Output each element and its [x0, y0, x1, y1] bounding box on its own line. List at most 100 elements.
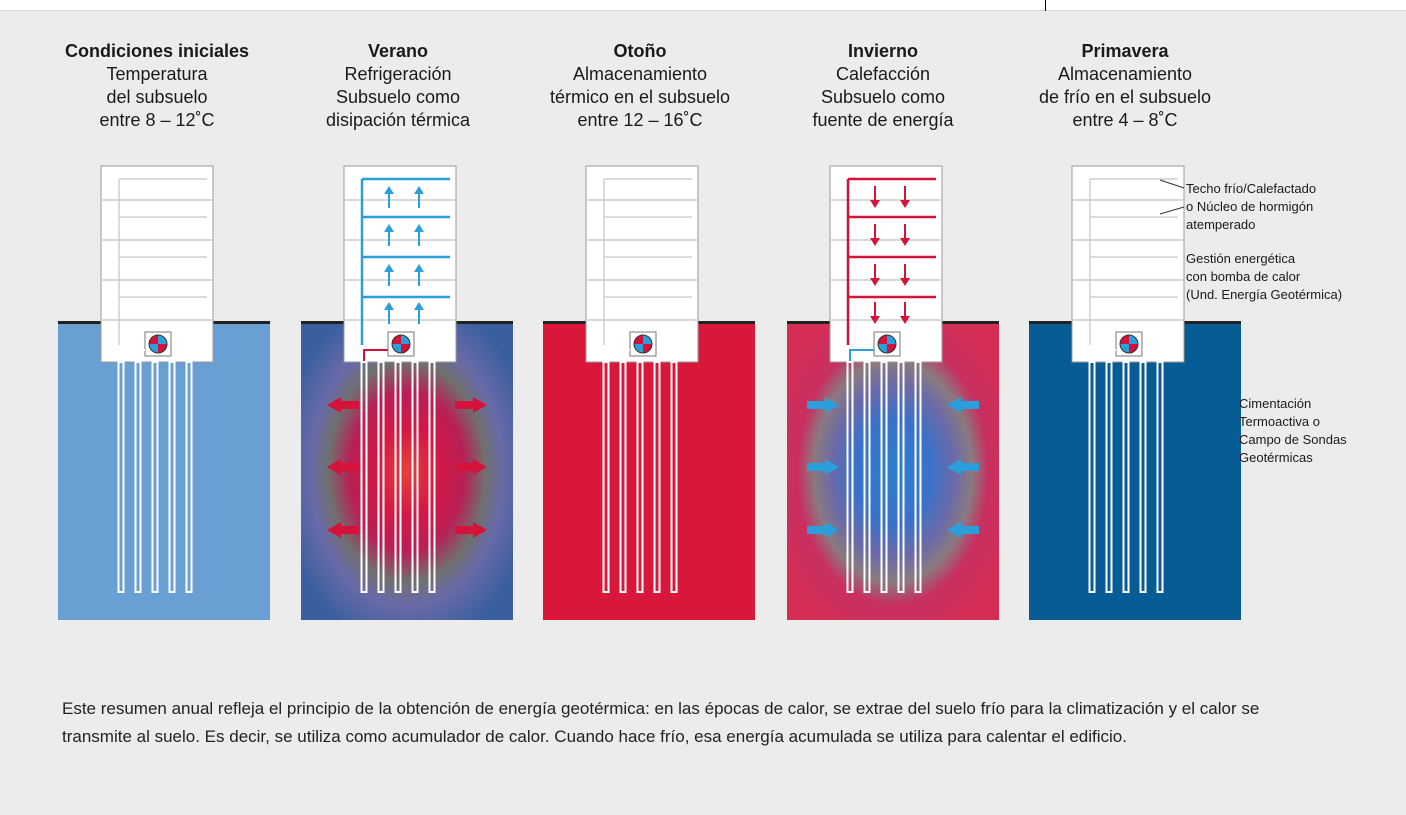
heat-in-arrow-icon: [947, 397, 979, 413]
column-line: Almacenamiento: [1057, 64, 1193, 84]
geothermal-probe: [914, 361, 922, 593]
flow-arrow-down-icon: [900, 278, 910, 286]
column-line: Refrigeración: [344, 64, 452, 84]
probe-connection: [1091, 349, 1116, 362]
column-title-summer: Verano Refrigeración Subsuelo como disip…: [273, 40, 523, 132]
label-heat-pump: Gestión energética con bomba de calor (U…: [1186, 250, 1342, 304]
label-line: Termoactiva o: [1239, 414, 1320, 429]
column-line: de frío en el subsuelo: [1038, 87, 1212, 107]
column-line: entre 4 – 8˚C: [1072, 110, 1178, 130]
geothermal-probe: [185, 361, 193, 593]
geothermal-probe: [360, 361, 368, 593]
probe-connection: [849, 349, 874, 362]
geothermal-probe: [863, 361, 871, 593]
season-column: [58, 165, 270, 620]
column-line: Subsuelo como: [335, 87, 461, 107]
flow-arrow-up-icon: [414, 224, 424, 232]
heat-pump-quadrant: [401, 335, 410, 344]
column-title-winter: Invierno Calefacción Subsuelo como fuent…: [758, 40, 1008, 132]
label-line: Techo frío/Calefactado: [1186, 181, 1317, 196]
heat-pump-quadrant: [1120, 344, 1129, 353]
column-title-spring: Primavera Almacenamiento de frío en el s…: [1000, 40, 1250, 132]
heat-out-arrow-icon: [327, 459, 359, 475]
label-line: Gestión energética: [1186, 251, 1296, 266]
leader-line-ceiling: [1159, 179, 1185, 189]
summary-text: Este resumen anual refleja el principio …: [62, 699, 1260, 746]
geothermal-probe: [134, 361, 142, 593]
column-heading: Verano: [367, 41, 429, 61]
ground-soil: [1029, 323, 1241, 620]
heat-out-arrow-icon: [455, 397, 487, 413]
label-line: (Und. Energía Geotérmica): [1186, 287, 1343, 302]
flow-arrow-down-icon: [900, 200, 910, 208]
heat-pump-icon: [391, 334, 411, 354]
probe-connection: [605, 349, 630, 362]
column-line: Temperatura: [106, 64, 208, 84]
probe-connection: [120, 349, 145, 362]
heat-out-arrow-icon: [455, 522, 487, 538]
heat-out-arrow-icon: [455, 459, 487, 475]
geothermal-probe: [117, 361, 125, 593]
heat-pump-quadrant: [149, 344, 158, 353]
ground-soil: [787, 323, 999, 620]
flow-arrow-down-icon: [900, 316, 910, 324]
heat-pump-icon: [633, 334, 653, 354]
column-title-initial: Condiciones iniciales Temperatura del su…: [32, 40, 282, 132]
label-line: con bomba de calor: [1186, 269, 1301, 284]
geothermal-probe: [1122, 361, 1130, 593]
flow-arrow-up-icon: [384, 302, 394, 310]
geothermal-probe: [1139, 361, 1147, 593]
heat-pump-quadrant: [158, 335, 167, 344]
heat-in-arrow-icon: [947, 459, 979, 475]
heat-in-arrow-icon: [807, 459, 839, 475]
heat-pump-quadrant: [1129, 344, 1138, 353]
heat-pump-quadrant: [392, 344, 401, 353]
heat-in-arrow-icon: [947, 522, 979, 538]
geothermal-probe: [670, 361, 678, 593]
heat-pump-quadrant: [887, 335, 896, 344]
flow-arrow-down-icon: [870, 238, 880, 246]
geothermal-probe: [636, 361, 644, 593]
flow-arrow-up-icon: [384, 264, 394, 272]
heat-pump-quadrant: [643, 335, 652, 344]
ground-soil: [58, 323, 270, 620]
geothermal-probe: [846, 361, 854, 593]
season-column: [787, 165, 999, 620]
heat-pump-quadrant: [158, 344, 167, 353]
heat-out-arrow-icon: [327, 522, 359, 538]
heat-pump-quadrant: [401, 344, 410, 353]
column-line: del subsuelo: [106, 87, 208, 107]
geothermal-probe: [168, 361, 176, 593]
flow-arrow-down-icon: [870, 278, 880, 286]
heat-pump-icon: [148, 334, 168, 354]
label-line: Cimentación: [1239, 396, 1312, 411]
column-heading: Otoño: [613, 41, 667, 61]
label-line: o Núcleo de hormigón: [1186, 199, 1314, 214]
column-line: fuente de energía: [812, 110, 954, 130]
heat-pump-quadrant: [643, 344, 652, 353]
geothermal-probe: [428, 361, 436, 593]
geothermal-probe: [377, 361, 385, 593]
column-heading: Invierno: [847, 41, 918, 61]
geothermal-probe: [880, 361, 888, 593]
column-line: entre 12 – 16˚C: [577, 110, 703, 130]
heat-in-arrow-icon: [807, 522, 839, 538]
geothermal-probe: [1156, 361, 1164, 593]
heat-pump-quadrant: [878, 344, 887, 353]
column-line: disipación térmica: [325, 110, 471, 130]
column-line: térmico en el subsuelo: [549, 87, 731, 107]
flow-arrow-up-icon: [384, 186, 394, 194]
top-rule: [0, 10, 1406, 11]
heat-pump-icon: [1119, 334, 1139, 354]
geothermal-probe: [151, 361, 159, 593]
flow-arrow-up-icon: [414, 186, 424, 194]
heat-pump-quadrant: [634, 344, 643, 353]
heat-out-arrow-icon: [327, 397, 359, 413]
heat-pump-quadrant: [878, 335, 887, 344]
geothermal-probe: [897, 361, 905, 593]
heat-pump-quadrant: [1129, 335, 1138, 344]
heat-pump-quadrant: [1120, 335, 1129, 344]
probe-connection: [363, 349, 388, 362]
label-ceiling: Techo frío/Calefactado o Núcleo de hormi…: [1186, 180, 1316, 234]
heat-pump-quadrant: [149, 335, 158, 344]
